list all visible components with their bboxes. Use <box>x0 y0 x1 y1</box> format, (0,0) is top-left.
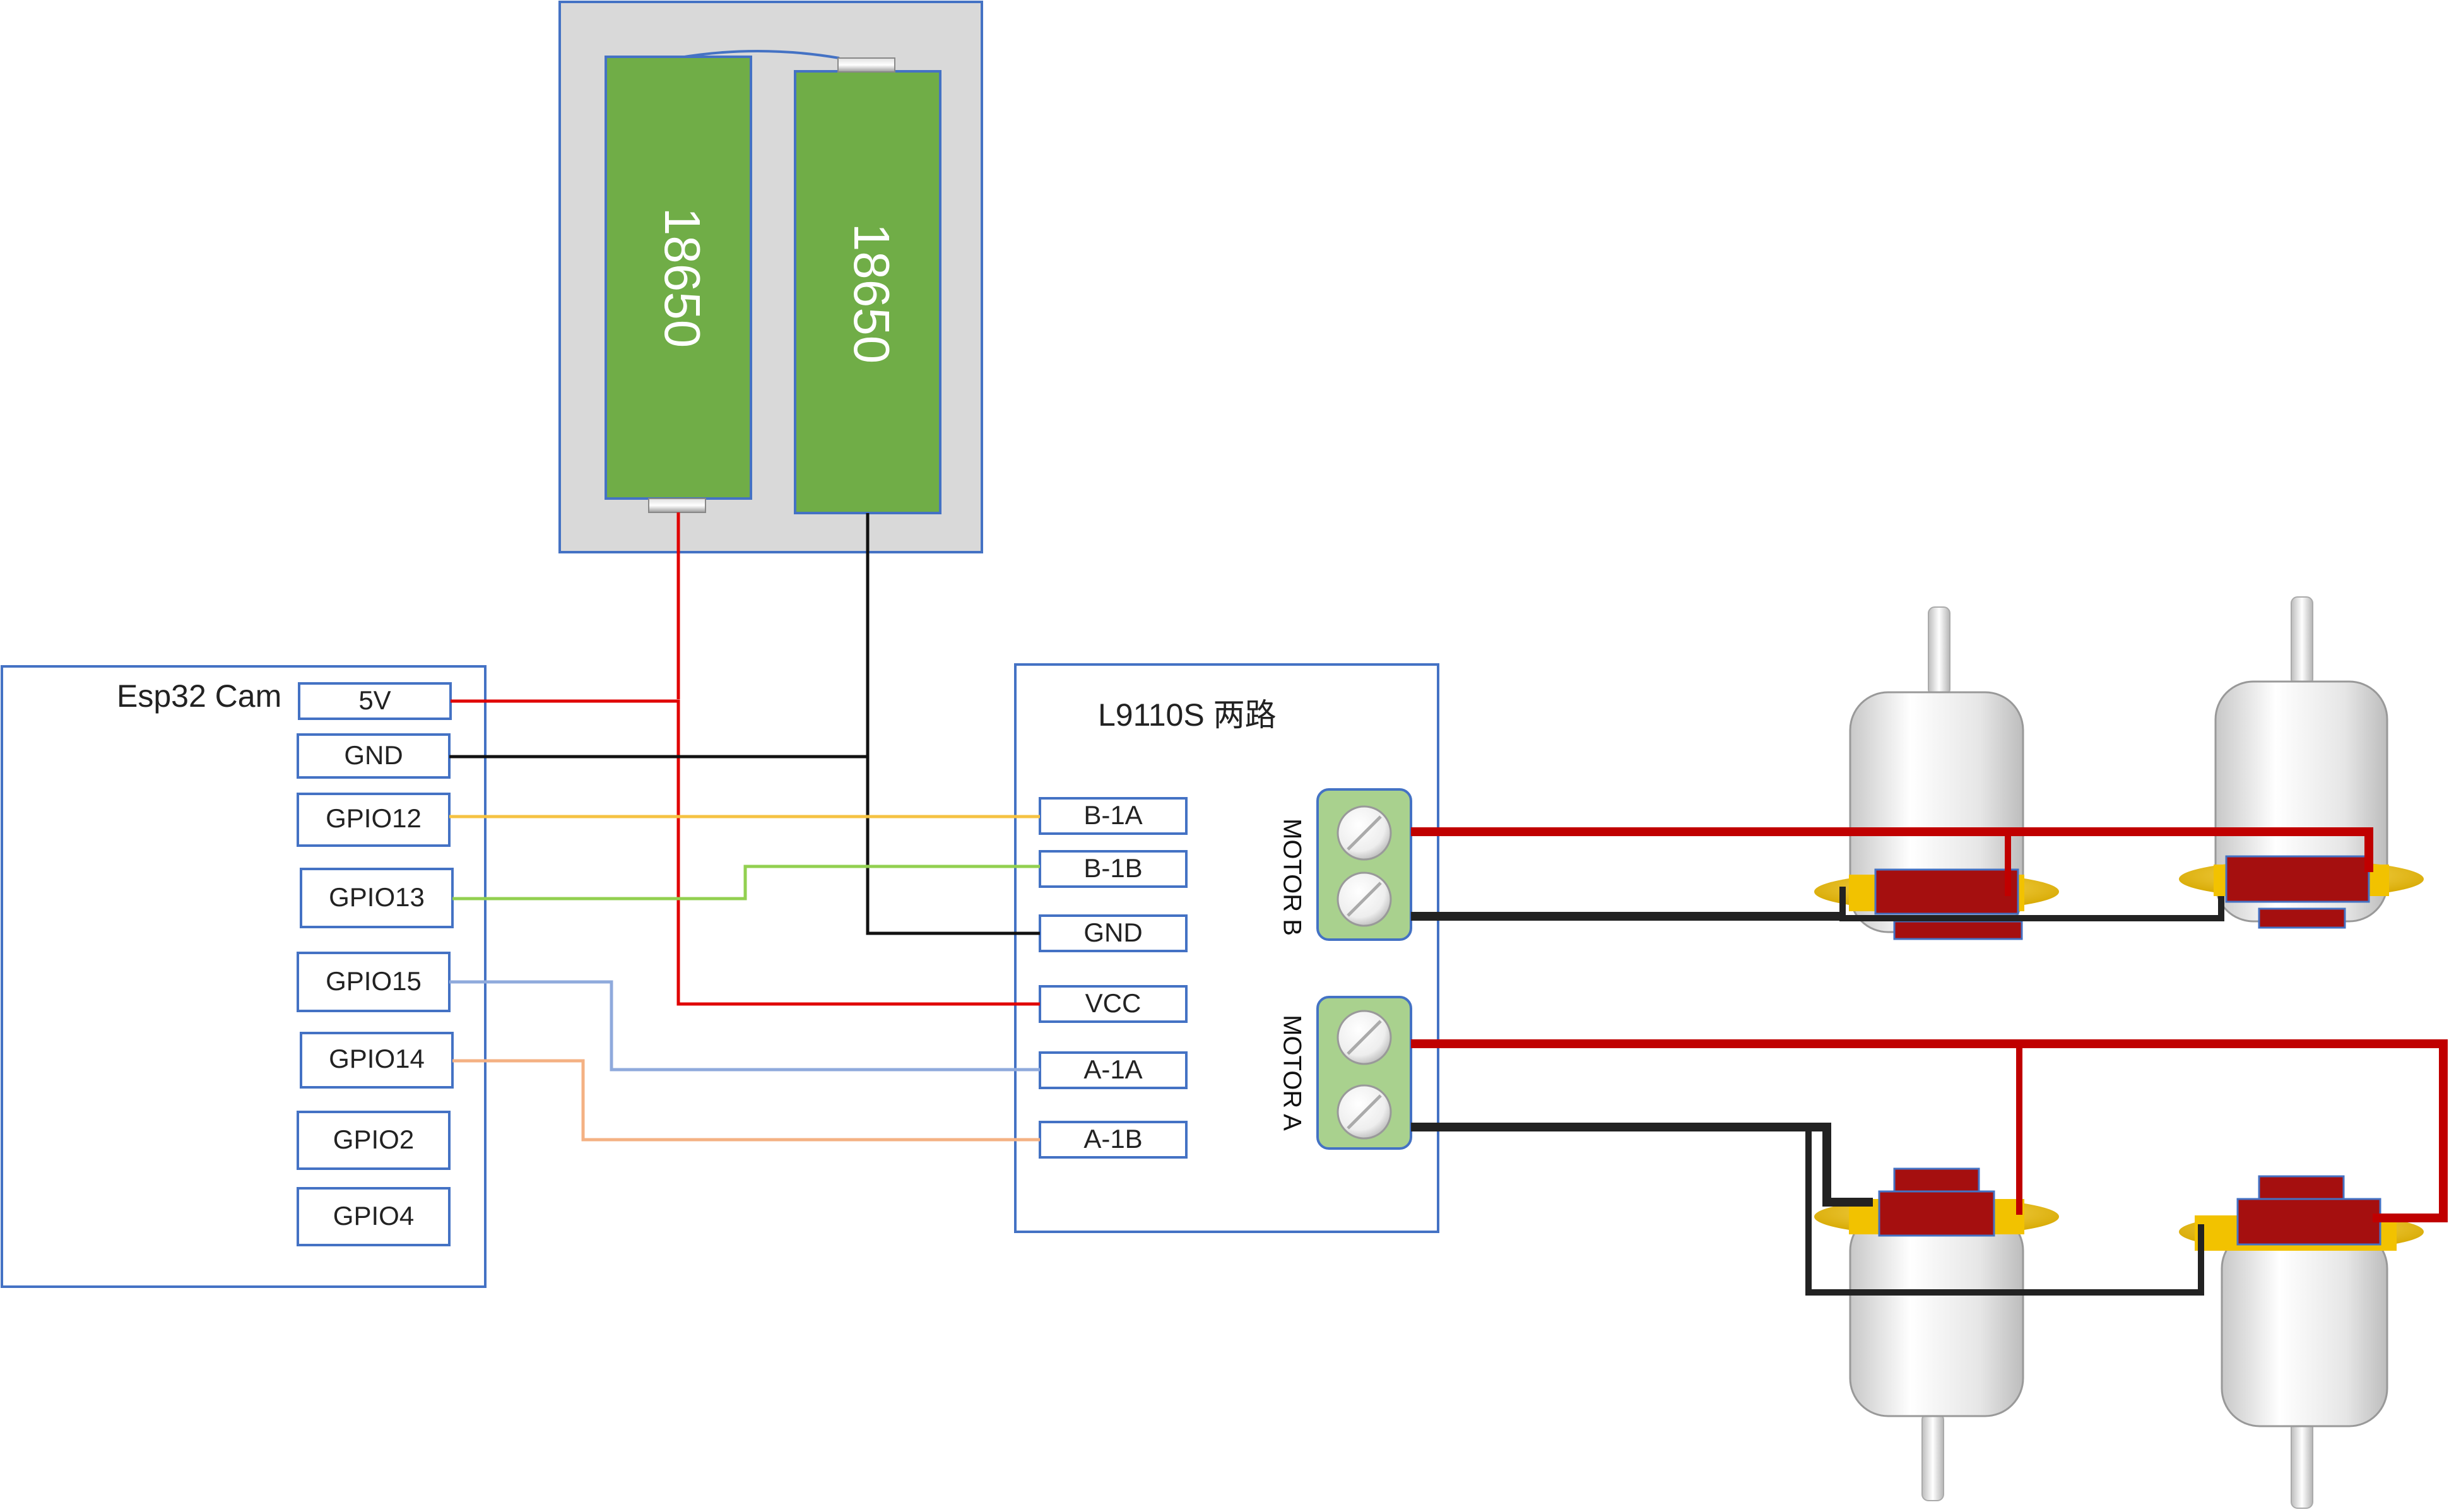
driver-pin-label: VCC <box>1085 988 1142 1018</box>
battery-cell-1: 18650 <box>605 56 752 513</box>
driver-pin-vcc: VCC <box>1039 985 1188 1023</box>
esp32-pin-gpio2: GPIO2 <box>297 1111 451 1170</box>
driver-title: L9110S 两路 <box>1098 697 1277 733</box>
driver-pin-label: A-1B <box>1083 1124 1142 1154</box>
driver-pin-b-1a: B-1A <box>1039 797 1188 835</box>
wire-gpio13-green <box>452 865 1040 901</box>
esp32-pin-label: GPIO13 <box>329 882 425 912</box>
l9110s-driver-board: L9110S 两路 B-1A B-1B GND VCC A-1A A-1B <box>1014 663 1439 1233</box>
battery-cell-2: 18650 <box>794 57 941 514</box>
esp32-pin-gpio15: GPIO15 <box>297 952 451 1012</box>
wire-motor-a-black-2 <box>1805 1127 2204 1296</box>
esp32-cam-board: Esp32 Cam 5V GND GPIO12 GPIO13 GPIO15 GP… <box>1 665 487 1288</box>
motor-b2 <box>2179 596 2424 929</box>
motor-a-terminal: MOTOR A <box>1278 996 1412 1150</box>
esp32-pin-label: GPIO4 <box>333 1201 414 1231</box>
esp32-pin-label: 5V <box>358 685 391 715</box>
wire-gpio14-orange <box>452 1059 1040 1142</box>
battery-pack: 18650 18650 <box>558 1 983 553</box>
esp32-pin-gpio12: GPIO12 <box>297 793 451 847</box>
wire-motor-a-black <box>1411 1123 1873 1207</box>
esp32-pin-label: GPIO12 <box>326 803 422 833</box>
esp32-title: Esp32 Cam <box>117 678 281 714</box>
driver-pin-label: GND <box>1083 918 1142 947</box>
wire-motor-a-red <box>1411 1039 2448 1222</box>
driver-pin-label: B-1A <box>1083 800 1142 830</box>
esp32-pin-gpio14: GPIO14 <box>300 1032 454 1089</box>
esp32-pin-gpio4: GPIO4 <box>297 1187 451 1246</box>
motor-b-terminal: MOTOR B <box>1278 788 1412 941</box>
esp32-pin-label: GPIO2 <box>333 1125 414 1154</box>
driver-pin-a-1a: A-1A <box>1039 1051 1188 1089</box>
driver-pin-a-1b: A-1B <box>1039 1121 1188 1159</box>
wire-gpio15-blue <box>449 980 1040 1072</box>
motor-b1 <box>1814 606 2059 940</box>
wire-5v-red <box>451 699 1040 1006</box>
esp32-pin-5v: 5V <box>298 682 452 720</box>
battery-cell-2-label: 18650 <box>844 223 900 363</box>
esp32-pin-label: GPIO14 <box>329 1044 425 1073</box>
esp32-pin-gnd: GND <box>297 733 451 779</box>
motor-b-label: MOTOR B <box>1278 818 1306 936</box>
motor-wires <box>1411 827 2448 1296</box>
driver-pin-gnd: GND <box>1039 914 1188 952</box>
motor-a-label: MOTOR A <box>1278 1015 1306 1131</box>
esp32-pin-gpio13: GPIO13 <box>300 868 454 928</box>
motor-a1 <box>1814 1167 2059 1501</box>
wire-gnd-black <box>866 513 1040 935</box>
esp32-pin-label: GND <box>344 740 403 770</box>
battery-cell-1-label: 18650 <box>654 208 711 348</box>
driver-pin-label: B-1B <box>1083 853 1142 883</box>
wires <box>449 512 1040 1142</box>
wire-motor-b-black-2 <box>1839 887 2224 921</box>
driver-pin-b-1b: B-1B <box>1039 850 1188 888</box>
wire-motor-b-red <box>1411 827 2373 872</box>
driver-pin-label: A-1A <box>1083 1054 1142 1084</box>
esp32-pin-label: GPIO15 <box>326 966 422 996</box>
motor-a2 <box>2179 1175 2424 1509</box>
